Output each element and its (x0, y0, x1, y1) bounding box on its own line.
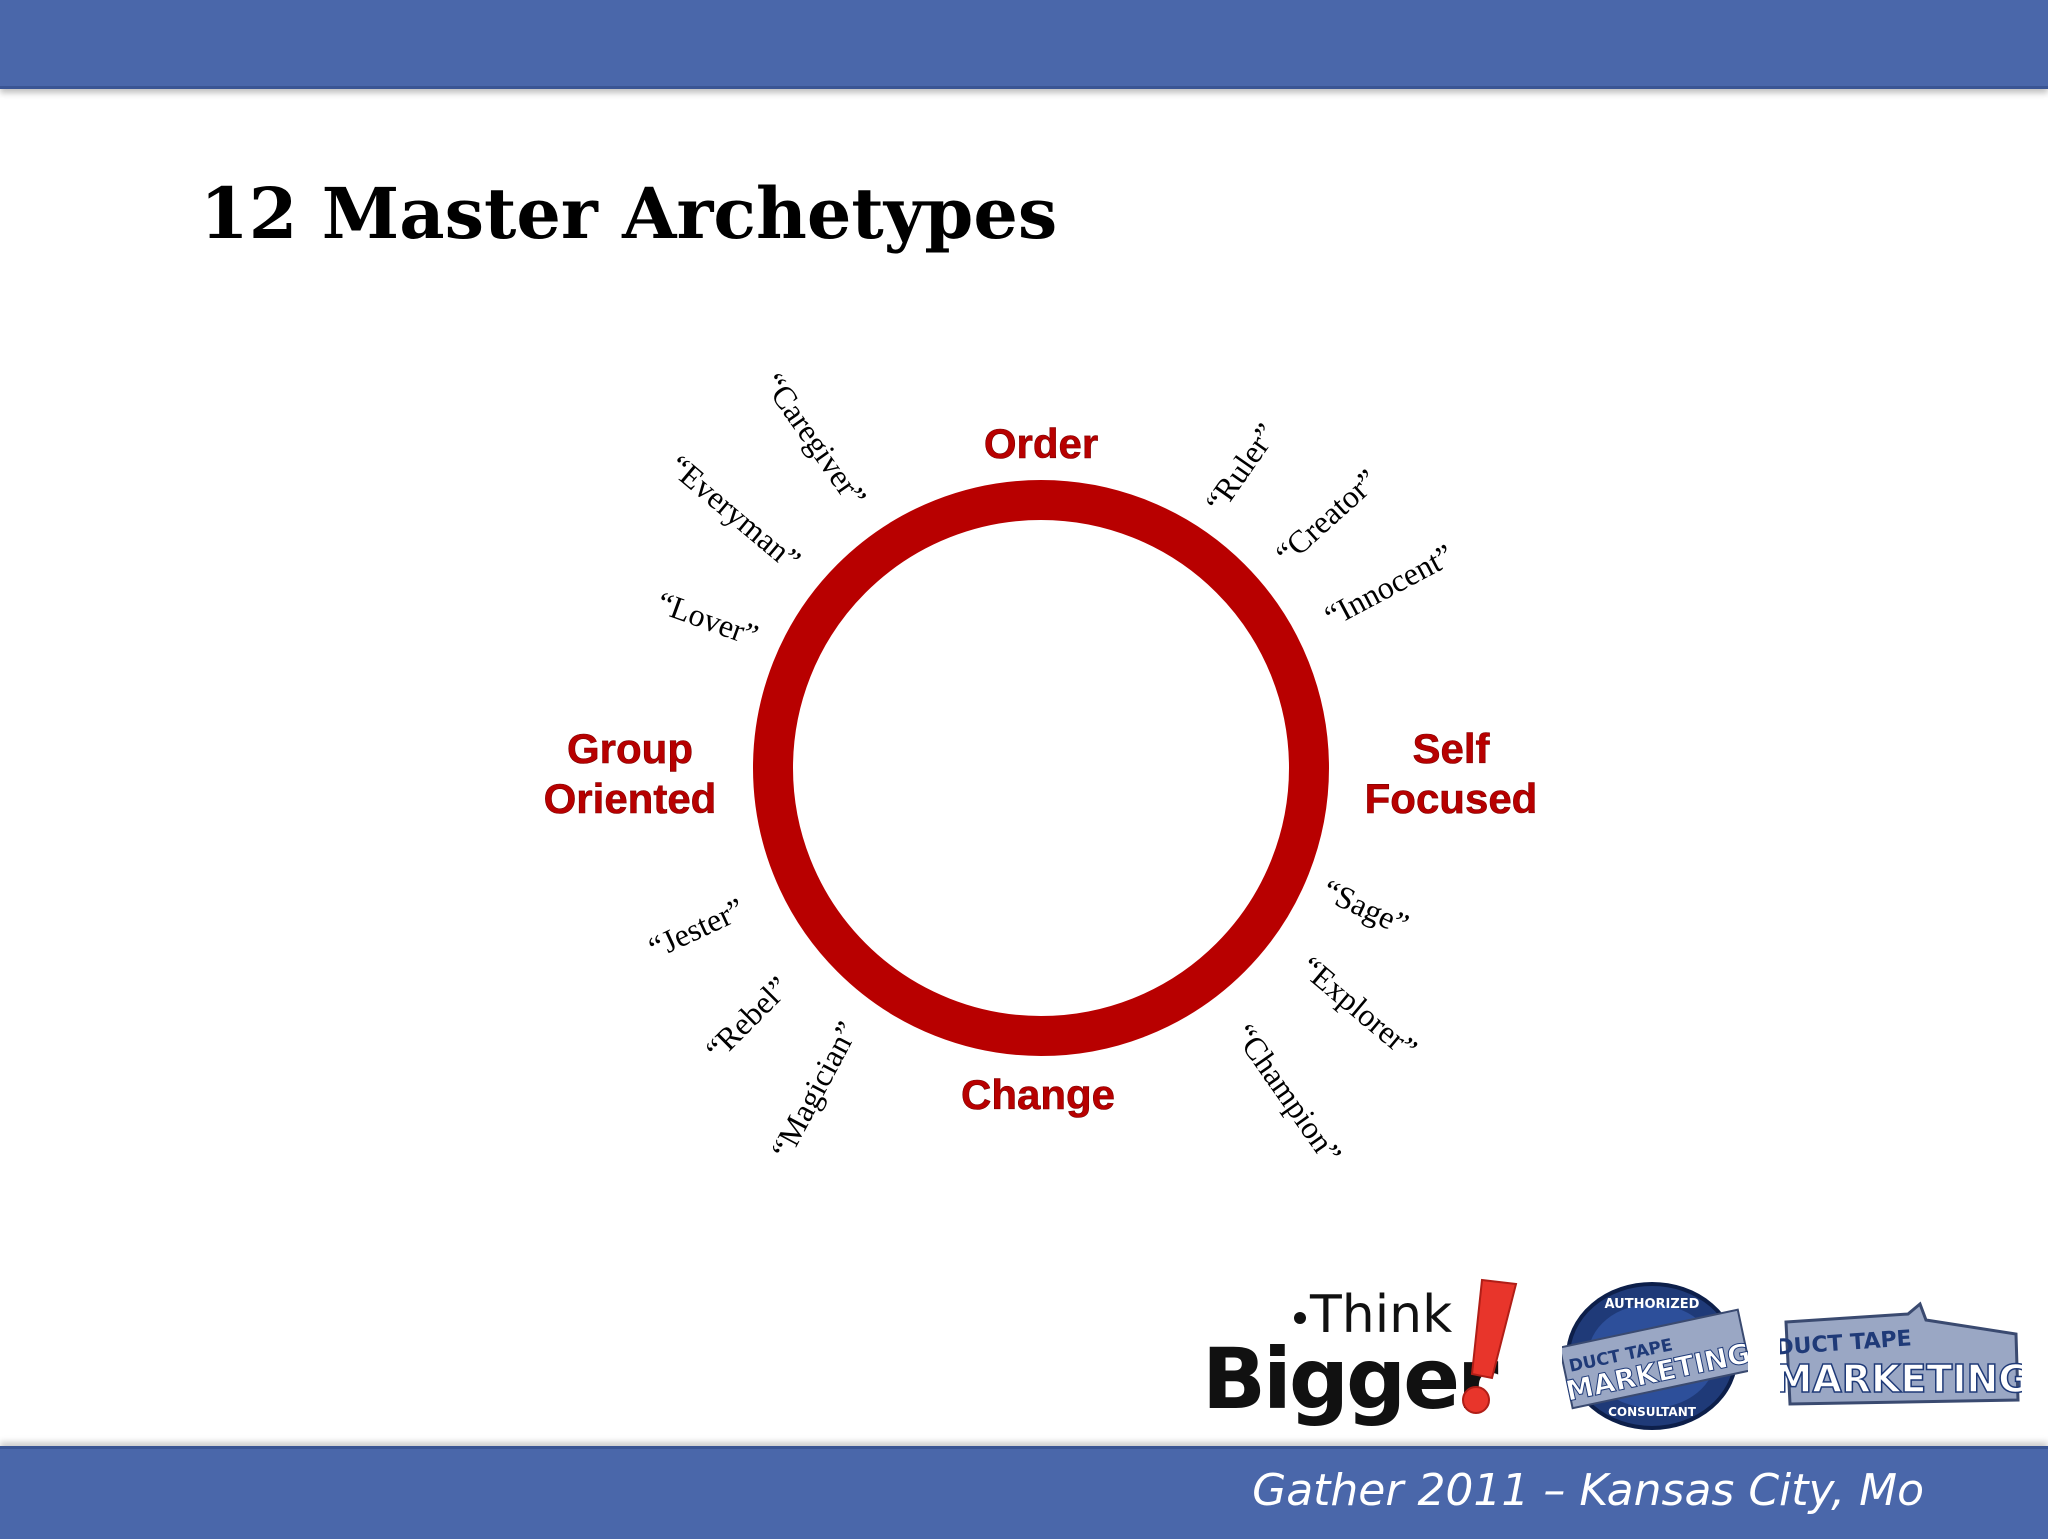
slide-title: 12 Master Archetypes (200, 172, 1058, 255)
exclamation-icon (1462, 1278, 1518, 1414)
pole-group-line2: Oriented (544, 775, 717, 822)
archetype-creator: “Creator” (1268, 462, 1385, 572)
authorized-consultant-badge: AUTHORIZED DUCT TAPE MARKETING CONSULTAN… (1562, 1282, 1748, 1430)
badge-bottom-text: CONSULTANT (1608, 1405, 1697, 1419)
pole-self-line2: Focused (1365, 775, 1538, 822)
archetype-ruler: “Ruler” (1198, 417, 1285, 519)
top-bar (0, 0, 2048, 89)
archetype-lover: “Lover” (652, 584, 763, 654)
archetype-jester: “Jester” (643, 890, 750, 965)
pole-change: Change (961, 1071, 1115, 1118)
pole-order: Order (984, 420, 1098, 467)
archetype-magician: “Magician” (763, 1015, 865, 1164)
badge-top-text: AUTHORIZED (1605, 1297, 1700, 1312)
tape-line2-text: MARKETING (1780, 1357, 2022, 1401)
pole-self-line1: Self (1412, 725, 1490, 772)
footer-text: Gather 2011 – Kansas City, Mo (1252, 1465, 1924, 1516)
archetype-everyman: “Everyman” (662, 447, 808, 577)
archetype-explorer: “Explorer” (1294, 949, 1425, 1067)
archetype-rebel: “Rebel” (698, 969, 796, 1067)
bottom-bar: Gather 2011 – Kansas City, Mo (0, 1446, 2048, 1539)
archetype-champion: “Champion” (1227, 1017, 1349, 1170)
archetype-innocent: “Innocent” (1318, 536, 1459, 634)
archetype-sage: “Sage” (1317, 872, 1414, 943)
think-dot-icon (1294, 1312, 1306, 1324)
bigger-text: Bigger (1202, 1330, 1499, 1428)
think-text: Think (1309, 1285, 1452, 1345)
archetype-caregiver: “Caregiver” (756, 366, 874, 513)
pole-group-line1: Group (567, 725, 693, 772)
duct-tape-marketing-logo: DUCT TAPE MARKETING (1780, 1301, 2022, 1406)
archetype-ring (753, 480, 1329, 1056)
think-bigger-logo: Think Bigger (1202, 1278, 1518, 1428)
